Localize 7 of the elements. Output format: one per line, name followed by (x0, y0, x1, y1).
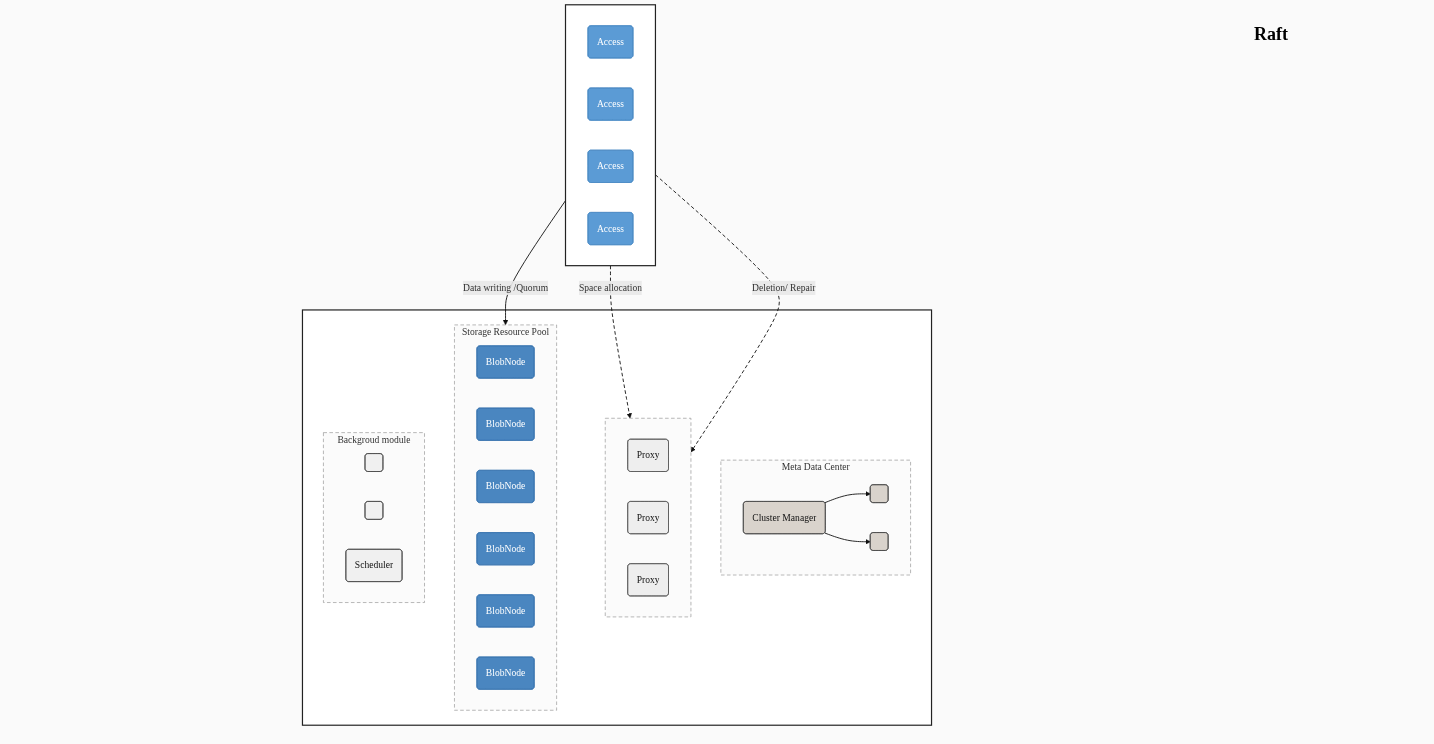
edge-label: Data writing /Quorum (462, 282, 549, 293)
cluster (564, 4, 657, 267)
note-label: Raft (1254, 24, 1288, 45)
cluster (604, 417, 692, 618)
cluster (301, 309, 933, 726)
edge-label: Deletion/ Repair (752, 282, 816, 293)
edge-label: Space allocation (578, 282, 642, 293)
